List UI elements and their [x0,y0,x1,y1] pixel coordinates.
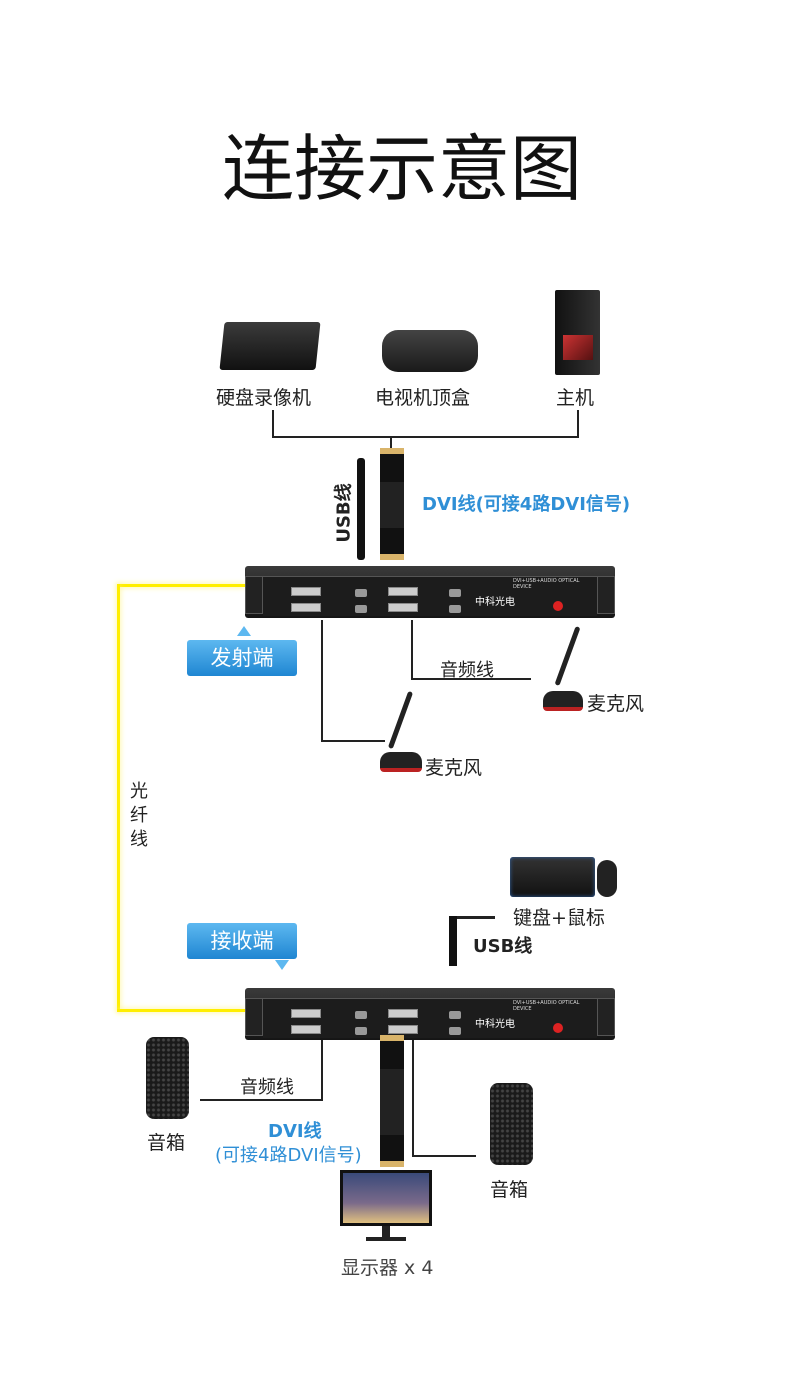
receiver-device: 中科光电 DVI+USB+AUDIO OPTICAL DEVICE [245,988,615,1040]
usb-cable-label-top: USB线 [333,483,355,543]
speaker-left-label: 音箱 [147,1132,186,1154]
dvi-cable-label-top: DVI线(可接4路DVI信号) [422,494,631,515]
dvi-cable-top [380,448,404,560]
speaker-left [146,1037,189,1119]
mouse-image [597,860,617,897]
keyboard-image [510,857,595,897]
device-model: DVI+USB+AUDIO OPTICAL DEVICE [513,578,580,590]
label-stb: 电视机顶盒 [375,387,471,409]
label-pc: 主机 [556,387,595,409]
triangle-up [237,626,251,636]
transmitter-badge: 发射端 [187,640,297,676]
dvi-cable-label-bottom-1: DVI线 [268,1121,322,1142]
monitor-label: 显示器 x 4 [341,1257,434,1279]
device-model: DVI+USB+AUDIO OPTICAL DEVICE [513,1000,580,1012]
speaker-right-label: 音箱 [490,1179,529,1201]
brand-logo: 中科光电 [475,1019,515,1030]
microphone-1 [380,690,422,775]
page-title: 连接示意图 [222,127,583,211]
usb-cable-top [357,458,365,560]
audio-cable-label-tx: 音频线 [440,660,494,681]
power-button [553,601,563,611]
label-dvr: 硬盘录像机 [216,387,312,409]
power-button [553,1023,563,1033]
mic2-label: 麦克风 [587,693,645,715]
fiber-label: 光纤线 [130,781,148,850]
pc-tower-image [555,290,600,375]
triangle-down [275,960,289,970]
kbm-label: 键盘+鼠标 [513,907,605,929]
speaker-right [490,1083,533,1165]
dvi-cable-label-bottom-2: (可接4路DVI信号) [215,1145,362,1166]
set-top-box-image [382,330,478,372]
dvr-image [219,322,321,370]
microphone-2 [543,625,583,713]
mic1-label: 麦克风 [425,757,483,779]
usb-cable-label-bottom: USB线 [473,936,533,957]
monitor-image [340,1170,432,1226]
dvi-cable-bottom [380,1035,404,1167]
receiver-badge: 接收端 [187,923,297,959]
audio-cable-label-rx: 音频线 [240,1077,294,1098]
transmitter-device: 中科光电 DVI+USB+AUDIO OPTICAL DEVICE [245,566,615,618]
brand-logo: 中科光电 [475,597,515,608]
